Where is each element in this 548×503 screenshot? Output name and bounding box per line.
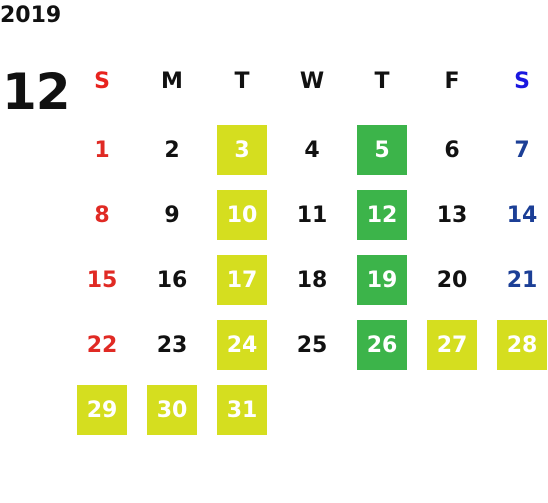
day-cell-29[interactable]: 29 [77,385,127,435]
day-cell-18[interactable]: 18 [296,267,328,293]
day-cell-26[interactable]: 26 [357,320,407,370]
day-cell-15[interactable]: 15 [86,267,118,293]
day-cell-23[interactable]: 23 [156,332,188,358]
day-cell-19[interactable]: 19 [357,255,407,305]
day-cell-7[interactable]: 7 [514,137,530,163]
calendar-month: 12 [2,63,71,121]
day-cell-9[interactable]: 9 [164,202,180,228]
calendar-year: 2019 [0,3,62,28]
day-cell-28[interactable]: 28 [497,320,547,370]
day-cell-14[interactable]: 14 [506,202,538,228]
day-cell-4[interactable]: 4 [304,137,320,163]
day-cell-31[interactable]: 31 [217,385,267,435]
weekday-header-thu: T [374,68,390,94]
weekday-header-mon: M [161,68,183,94]
day-cell-25[interactable]: 25 [296,332,328,358]
day-cell-12[interactable]: 12 [357,190,407,240]
day-cell-2[interactable]: 2 [164,137,180,163]
day-cell-6[interactable]: 6 [444,137,460,163]
day-cell-1[interactable]: 1 [94,137,110,163]
day-cell-17[interactable]: 17 [217,255,267,305]
day-cell-11[interactable]: 11 [296,202,328,228]
weekday-header-fri: F [444,68,460,94]
day-cell-21[interactable]: 21 [506,267,538,293]
day-cell-13[interactable]: 13 [436,202,468,228]
day-cell-3[interactable]: 3 [217,125,267,175]
day-cell-30[interactable]: 30 [147,385,197,435]
day-cell-8[interactable]: 8 [94,202,110,228]
day-cell-20[interactable]: 20 [436,267,468,293]
day-cell-22[interactable]: 22 [86,332,118,358]
weekday-header-sun: S [94,68,110,94]
day-cell-16[interactable]: 16 [156,267,188,293]
weekday-header-sat: S [514,68,530,94]
weekday-header-tue: T [234,68,250,94]
day-cell-5[interactable]: 5 [357,125,407,175]
weekday-header-wed: W [299,68,325,94]
day-cell-24[interactable]: 24 [217,320,267,370]
day-cell-27[interactable]: 27 [427,320,477,370]
day-cell-10[interactable]: 10 [217,190,267,240]
